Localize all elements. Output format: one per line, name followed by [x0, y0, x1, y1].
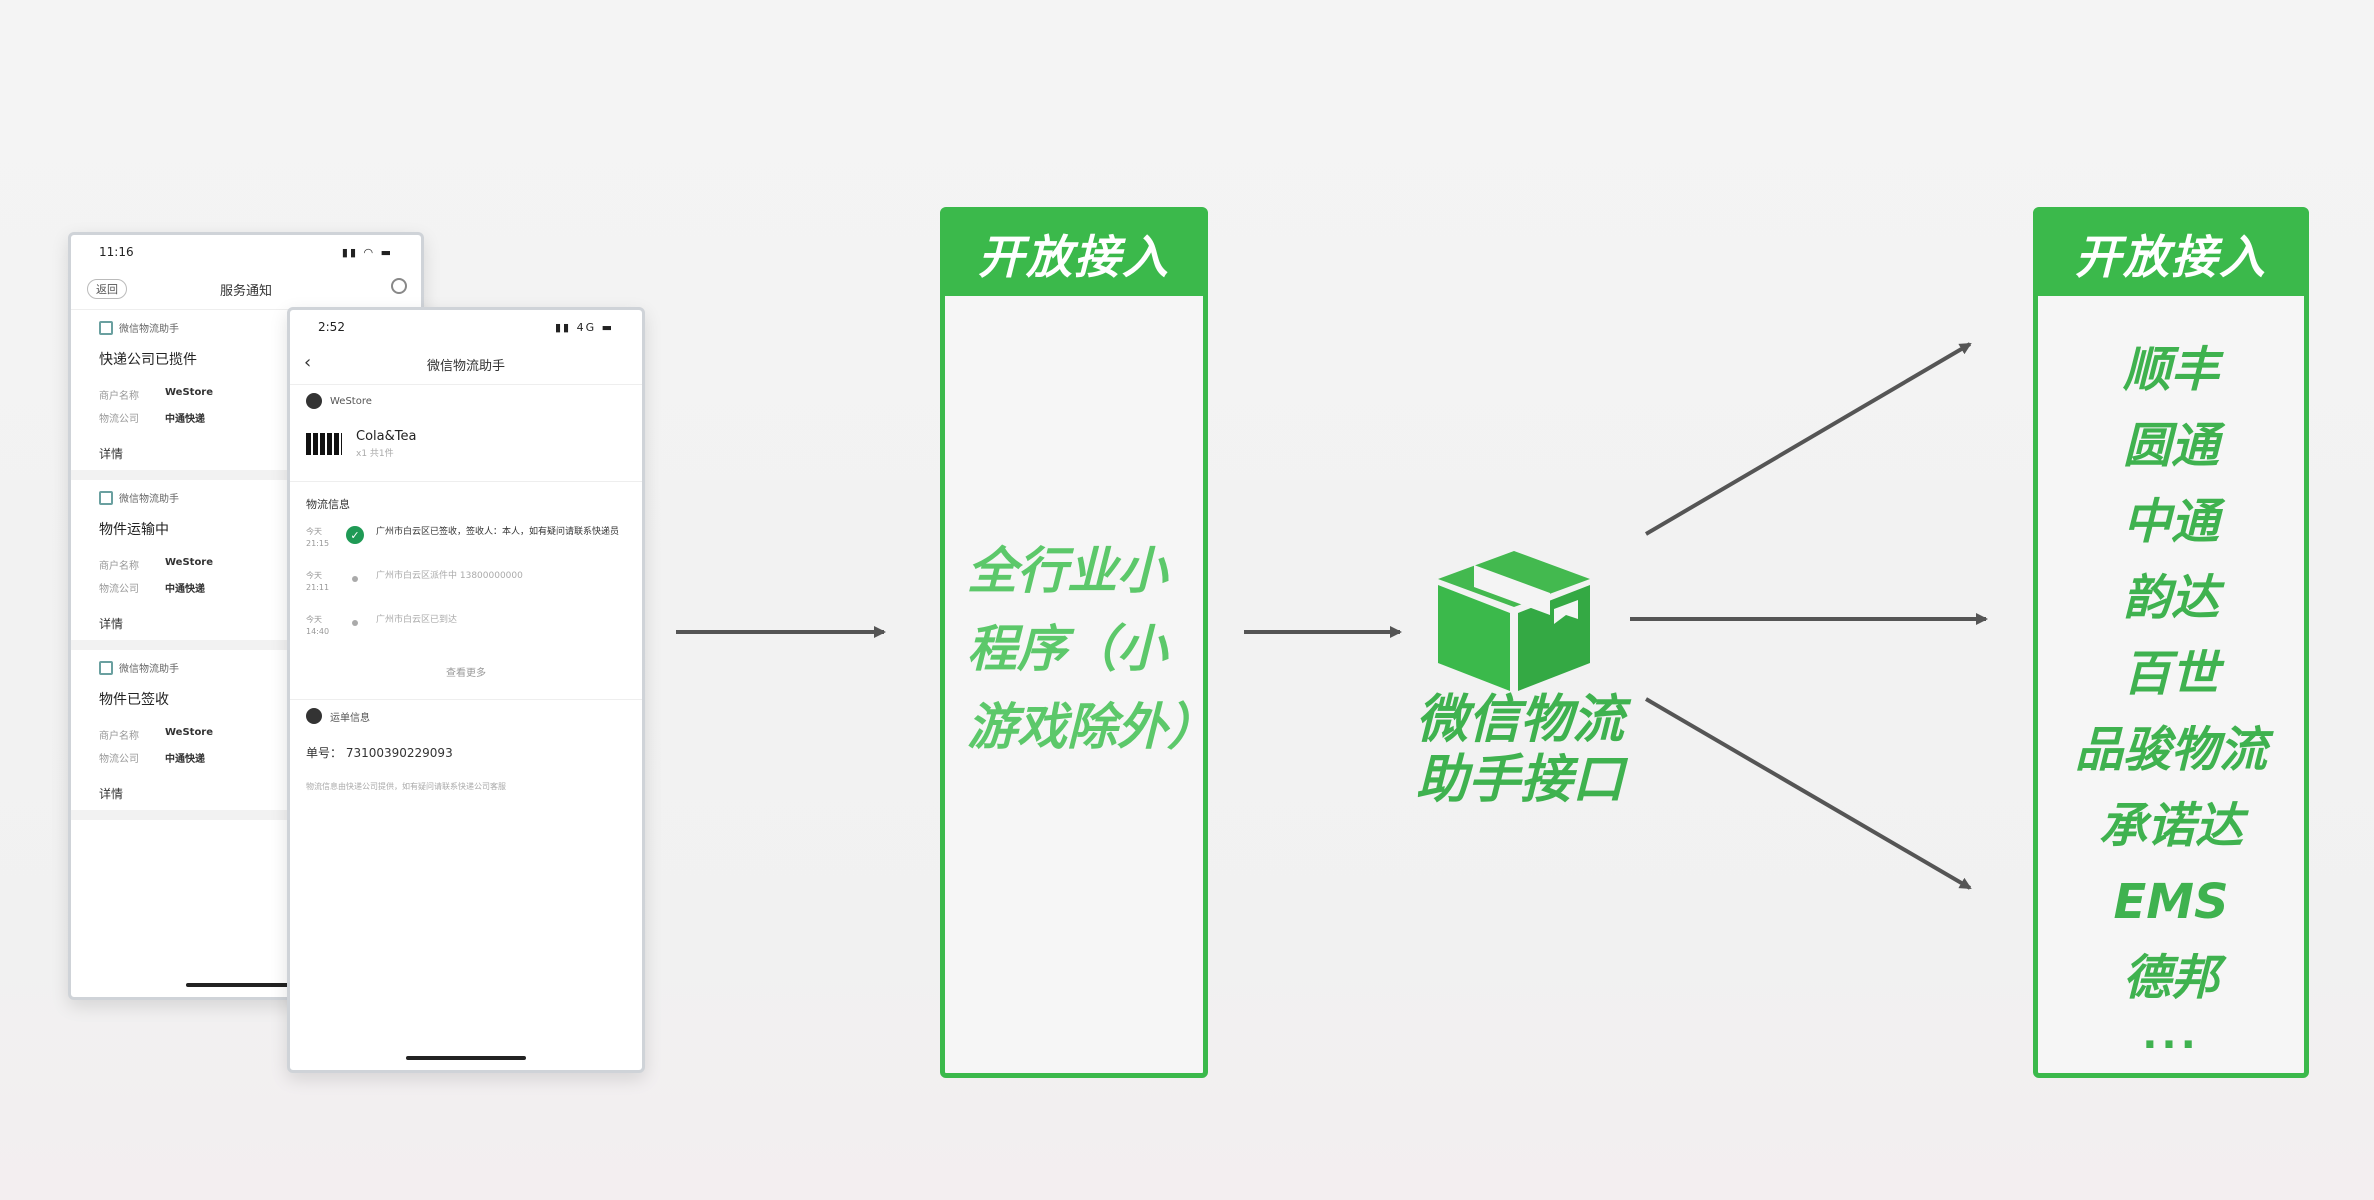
phone-logistics-assistant: 2:52 ▮▮ 4G ▬ ‹ 微信物流助手 WeStore Cola&Tea x…	[287, 307, 645, 1073]
signal-battery-icon: ▮▮ 4G ▬	[554, 320, 614, 334]
back-chevron-icon[interactable]: ‹	[304, 352, 312, 373]
kv-row: 商户名称 WeStore	[99, 387, 214, 402]
card-tag: 微信物流助手	[99, 490, 393, 505]
shop-row: 运单信息	[290, 700, 642, 732]
card-title: 快递公司已揽件	[99, 352, 197, 368]
kv-row: 商户名称 WeStore	[99, 727, 214, 742]
timeline-row: 今天 14:40 广州市白云区已到达	[306, 614, 626, 638]
courier-item: 品骏物流	[2074, 722, 2267, 778]
arrow-hub-to-couriers-up	[1644, 342, 1972, 536]
card-tag: 微信物流助手	[99, 660, 393, 675]
box-header: 开放接入	[945, 212, 1203, 296]
kv-row: 物流公司 中通快递	[99, 754, 205, 765]
open-access-box-miniprograms: 开放接入 全行业小程序（小游戏除外）	[940, 207, 1217, 1078]
arrow-hub-to-couriers-down	[1644, 697, 1972, 890]
merchant-name: WeStore	[330, 395, 372, 407]
kv-row: 商户名称 WeStore	[99, 557, 214, 572]
box-tape	[1474, 565, 1550, 615]
card-tag: 微信物流助手	[99, 320, 393, 335]
box-left-face	[1438, 585, 1510, 691]
detail-link[interactable]: 详情	[99, 617, 124, 631]
box-body-text: 全行业小程序（小游戏除外）	[967, 542, 1217, 756]
timeline-dot-icon	[352, 620, 358, 626]
navbar: 返回 服务通知	[71, 269, 421, 310]
status-bar: 11:16 ▮▮ ◠ ▬	[71, 235, 421, 269]
card-title: 物件运输中	[99, 522, 169, 538]
waybill-number: 单号： 73100390229093	[306, 746, 453, 760]
timeline-time: 今天 21:15	[306, 527, 330, 548]
detail-link[interactable]: 详情	[99, 787, 124, 801]
kv-row: 物流公司 中通快递	[99, 584, 205, 595]
product-row[interactable]: Cola&Tea x1 共1件	[290, 417, 642, 482]
courier-item: 承诺达	[2098, 798, 2243, 854]
home-indicator	[406, 1056, 526, 1060]
detail-link[interactable]: 详情	[99, 447, 124, 461]
timeline-text: 广州市白云区已签收，签收人：本人，如有疑问请联系快递员	[376, 527, 620, 537]
settings-icon[interactable]	[391, 278, 407, 294]
navbar: ‹ 微信物流助手	[290, 344, 642, 385]
box-header: 开放接入	[2038, 212, 2304, 296]
logistics-icon	[99, 320, 113, 335]
timeline-time: 今天 14:40	[306, 615, 330, 636]
hub-label: 微信物流助手接口	[1415, 690, 1624, 810]
signal-wifi-battery-icon: ▮▮ ◠ ▬	[341, 245, 393, 259]
timeline-text: 广州市白云区已到达	[376, 615, 458, 625]
shop-label: 运单信息	[330, 712, 370, 724]
open-access-box-couriers: 开放接入 顺丰圆通中通韵达百世品骏物流承诺达 EMS 德邦	[2033, 207, 2309, 1078]
logistics-icon	[99, 660, 113, 675]
logistics-icon	[99, 490, 113, 505]
timeline-row: 今天 21:11 广州市白云区派件中 13800000000	[306, 570, 626, 594]
notification-card[interactable]: 微信物流助手 快递公司已揽件 商户名称 WeStore 物流公司 中通快递 详情	[71, 310, 421, 480]
package-box-icon	[1438, 551, 1590, 691]
notification-card[interactable]: 微信物流助手 物件运输中 商户名称 WeStore 物流公司 中通快递 详情	[71, 480, 421, 650]
see-more-link[interactable]: 查看更多	[290, 658, 642, 700]
courier-item: 韵达	[2122, 570, 2219, 626]
box-tape-end	[1554, 600, 1578, 624]
tracking-timeline: 今天 21:15 ✓ 广州市白云区已签收，签收人：本人，如有疑问请联系快递员 今…	[290, 526, 642, 638]
courier-item: 顺丰	[2122, 342, 2219, 398]
status-time: 11:16	[99, 245, 134, 259]
courier-item: 中通	[2122, 494, 2219, 550]
page-title: 服务通知	[219, 283, 272, 299]
courier-item: 德邦	[2122, 950, 2219, 1006]
box-top-face	[1438, 551, 1590, 607]
status-bar: 2:52 ▮▮ 4G ▬	[290, 310, 642, 344]
merchant-logo-icon	[306, 393, 322, 409]
home-indicator	[186, 983, 306, 987]
timeline-time: 今天 21:11	[306, 571, 330, 592]
product-name: Cola&Tea	[356, 429, 417, 444]
status-time: 2:52	[318, 320, 345, 334]
timeline-dot-icon	[352, 576, 358, 582]
notification-card[interactable]: 微信物流助手 物件已签收 商户名称 WeStore 物流公司 中通快递 详情	[71, 650, 421, 820]
product-thumbnail	[306, 433, 342, 455]
merchant-row: WeStore	[290, 385, 642, 417]
page-title: 微信物流助手	[426, 358, 505, 374]
courier-item: 圆通	[2122, 418, 2219, 474]
timeline-text: 广州市白云区派件中 13800000000	[376, 571, 523, 581]
courier-item: EMS	[2113, 874, 2229, 930]
back-button[interactable]: 返回	[87, 279, 127, 299]
section-label: 物流信息	[306, 498, 350, 511]
footnote: 物流信息由快递公司提供，如有疑问请联系快递公司客服	[306, 782, 506, 791]
courier-list-ellipsis: ...	[2142, 1012, 2200, 1058]
card-title: 物件已签收	[99, 692, 169, 708]
kv-row: 物流公司 中通快递	[99, 414, 205, 425]
product-sub: x1 共1件	[356, 449, 394, 459]
courier-list: 顺丰圆通中通韵达百世品骏物流承诺达 EMS 德邦	[2038, 332, 2304, 1016]
courier-item: 百世	[2122, 646, 2219, 702]
courier-logo-icon	[306, 708, 322, 724]
check-icon: ✓	[346, 526, 364, 544]
timeline-row: 今天 21:15 ✓ 广州市白云区已签收，签收人：本人，如有疑问请联系快递员	[306, 526, 626, 550]
